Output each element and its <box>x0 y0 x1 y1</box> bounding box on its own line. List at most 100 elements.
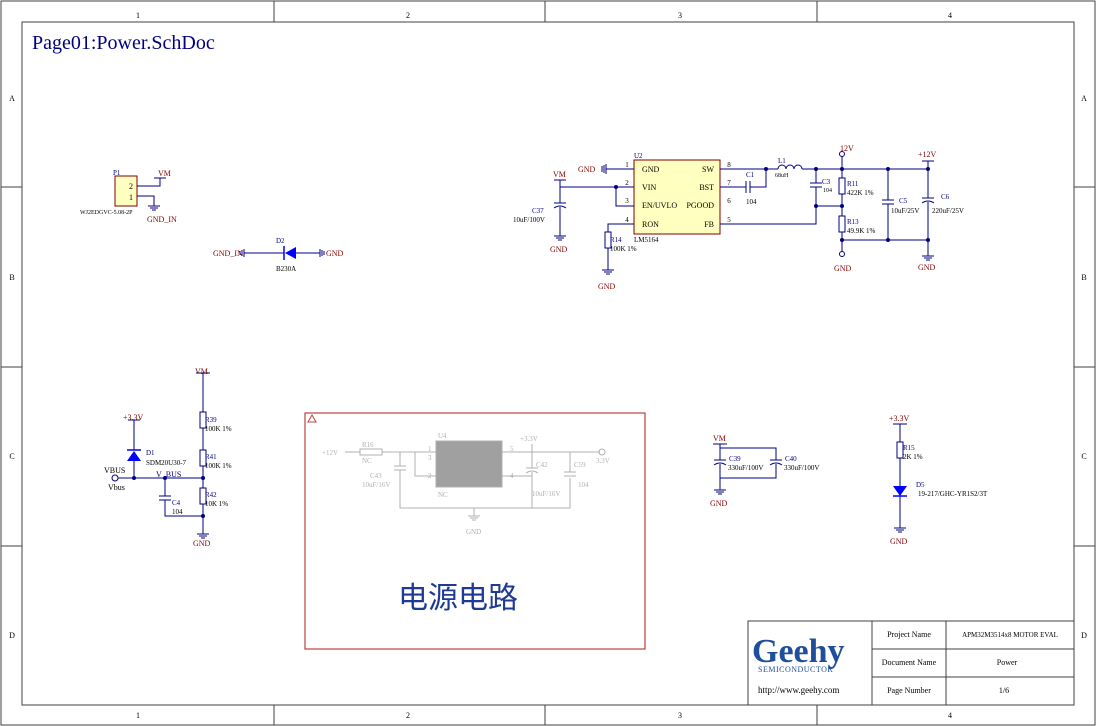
disabled-power-block[interactable]: +12V R16 NC U4 1 3 2 5 4 NC C43 10uF/16V… <box>304 412 646 650</box>
l1-val: 68uH <box>775 173 789 179</box>
page-number-value: 1/6 <box>999 686 1009 695</box>
net-gnd: GND <box>550 245 568 254</box>
regulator-u2[interactable]: U2 LM5164 GND VIN EN/UVLO RON SW BST PGO… <box>625 152 731 244</box>
vbus-labels: VM +3.3V R39 100K 1% D1 SDM20U30-7 R41 1… <box>104 367 232 548</box>
net-gnd: GND <box>326 249 344 258</box>
row-label-left: B <box>9 273 14 282</box>
col-label-top: 1 <box>136 11 140 20</box>
pin-number: 5 <box>510 445 514 453</box>
pin-name: PGOOD <box>686 201 714 210</box>
u2-ref: U2 <box>634 152 643 160</box>
pin-number: 2 <box>625 179 629 187</box>
bulk-caps-wires <box>713 443 783 495</box>
pin-number: 5 <box>727 216 731 224</box>
pin-number: 4 <box>510 472 514 480</box>
net-vbus: VBUS <box>104 466 125 475</box>
junctions <box>614 167 930 242</box>
c40-ref: C40 <box>785 455 797 463</box>
r14-val: 100K 1% <box>610 245 637 253</box>
col-label-top: 2 <box>406 11 410 20</box>
net-vm: VM <box>195 367 208 376</box>
c42-ref: C42 <box>536 461 548 469</box>
c39-ref: C39 <box>729 455 741 463</box>
row-label-left: C <box>9 452 14 461</box>
project-name-label: Project Name <box>887 630 931 639</box>
row-label-right: C <box>1081 452 1086 461</box>
net-gnd: GND <box>598 282 616 291</box>
u2-labels: GND VM C37 10uF/100V GND R14 100K 1% GND… <box>513 144 964 291</box>
c39-val: 330uF/100V <box>728 464 763 472</box>
net-3v3: +3.3V <box>889 414 910 423</box>
r42-val: 10K 1% <box>205 500 228 508</box>
r13-val: 49.9K 1% <box>847 227 876 235</box>
p1-wires <box>137 177 166 211</box>
geehy-logo: Geehy <box>752 633 845 670</box>
net-gnd-in: GND_IN <box>213 249 243 258</box>
pin-name: SW <box>702 165 714 174</box>
u4-ref: U4 <box>438 432 447 440</box>
c37-ref: C37 <box>532 207 544 215</box>
pin-number: 1 <box>625 161 629 169</box>
net-gnd: GND <box>578 165 596 174</box>
col-label-bottom: 3 <box>678 711 682 720</box>
led-icon <box>893 486 907 496</box>
net-3v3-out: 3.3V <box>596 457 610 465</box>
net-gnd: GND <box>918 263 936 272</box>
r11-ref: R11 <box>847 180 859 188</box>
inner-border <box>21 21 1075 706</box>
geehy-logo-sub: SEMICONDUCTOR <box>758 665 833 674</box>
c40-val: 330uF/100V <box>784 464 819 472</box>
c1-ref: C1 <box>746 171 755 179</box>
zone-labels: 1 2 3 4 1 2 3 4 A B C D A B C D <box>9 11 1087 720</box>
d1-diode-icon <box>127 451 141 461</box>
connector-part: WJ2EDGVC-5.08-2P <box>80 210 133 216</box>
pin-number: 3 <box>625 197 629 205</box>
d1-ref: D1 <box>146 449 155 457</box>
pin-name: FB <box>704 220 714 229</box>
diode-d2[interactable]: D2 B230A <box>239 237 325 273</box>
net-gnd-in: GND_IN <box>147 215 177 224</box>
pin-number: 6 <box>727 197 731 205</box>
col-label-top: 3 <box>678 11 682 20</box>
net-3v3-disabled: +3.3V <box>520 435 538 443</box>
net-gnd: GND <box>890 537 908 546</box>
connector-p1[interactable]: P1 2 1 WJ2EDGVC-5.08-2P <box>80 169 138 216</box>
r16-val: NC <box>362 457 372 465</box>
row-label-right: A <box>1081 94 1087 103</box>
col-label-bottom: 1 <box>136 711 140 720</box>
pin-name: VIN <box>642 183 656 192</box>
led-wires <box>893 423 907 533</box>
pin-number: 1 <box>129 193 133 202</box>
c5-ref: C5 <box>899 197 908 205</box>
led-labels: +3.3V R15 2K 1% D5 19-217/GHC-YR1S2/3T G… <box>889 414 988 546</box>
c5-val: 10uF/25V <box>891 207 919 215</box>
u4-nc: NC <box>438 491 448 499</box>
test-point <box>839 251 845 257</box>
row-label-right: D <box>1081 631 1087 640</box>
d2-ref: D2 <box>276 237 285 245</box>
net-12v: 12V <box>840 144 854 153</box>
c59-ref: C59 <box>574 461 586 469</box>
vbus-port <box>111 474 119 482</box>
bulk-caps-labels: VM C39 330uF/100V C40 330uF/100V GND <box>710 434 819 508</box>
pin-name: BST <box>699 183 714 192</box>
pin-number: 8 <box>727 161 731 169</box>
pin-name: GND <box>642 165 660 174</box>
col-label-bottom: 4 <box>948 711 952 720</box>
d5-val: 19-217/GHC-YR1S2/3T <box>918 490 988 498</box>
r11-val: 422K 1% <box>847 189 874 197</box>
d1-val: SDM20U30-7 <box>146 459 187 467</box>
r15-ref: R15 <box>903 444 915 452</box>
d5-ref: D5 <box>916 481 925 489</box>
net-3v3: +3.3V <box>123 413 144 422</box>
connector-ref: P1 <box>113 169 121 177</box>
row-label-left: D <box>9 631 15 640</box>
c6-val: 220uF/25V <box>932 207 964 215</box>
pin-name: RON <box>642 220 659 229</box>
net-gnd: GND <box>710 499 728 508</box>
net-gnd-disabled: GND <box>466 528 481 536</box>
c6-ref: C6 <box>941 193 950 201</box>
pin-number: 7 <box>727 179 731 187</box>
